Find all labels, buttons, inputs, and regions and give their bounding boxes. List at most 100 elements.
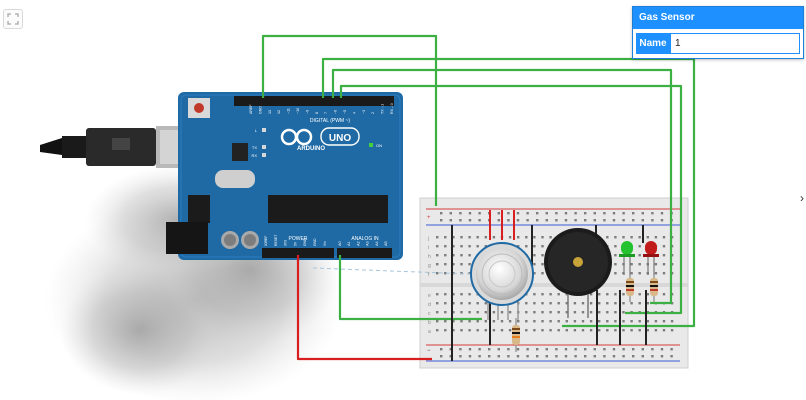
breadboard-hole[interactable]	[565, 293, 568, 296]
breadboard-hole[interactable]	[638, 293, 641, 296]
breadboard-hole[interactable]	[606, 236, 609, 239]
breadboard-hole[interactable]	[638, 302, 641, 305]
breadboard-hole[interactable]	[444, 329, 447, 332]
breadboard-hole[interactable]	[508, 320, 512, 323]
breadboard-hole[interactable]	[526, 219, 529, 222]
breadboard-hole[interactable]	[533, 254, 536, 257]
breadboard-hole[interactable]	[662, 263, 666, 266]
breadboard-hole[interactable]	[517, 320, 520, 323]
breadboard-hole[interactable]	[589, 320, 593, 323]
breadboard-hole[interactable]	[526, 348, 529, 351]
breadboard-hole[interactable]	[574, 348, 577, 351]
breadboard-hole[interactable]	[468, 212, 472, 215]
breadboard-hole[interactable]	[459, 348, 462, 351]
breadboard-hole[interactable]	[468, 245, 471, 248]
chevron-right-icon[interactable]: ›	[800, 191, 804, 205]
breadboard-hole[interactable]	[660, 219, 664, 222]
breadboard-hole[interactable]	[565, 320, 568, 323]
breadboard-hole[interactable]	[651, 219, 654, 222]
breadboard-hole[interactable]	[468, 320, 471, 323]
breadboard-hole[interactable]	[444, 254, 447, 257]
name-input[interactable]	[670, 33, 800, 54]
breadboard-hole[interactable]	[622, 348, 625, 351]
breadboard-hole[interactable]	[584, 219, 587, 222]
breadboard-hole[interactable]	[517, 245, 520, 248]
breadboard-hole[interactable]	[651, 348, 654, 351]
breadboard-hole[interactable]	[484, 329, 487, 332]
breadboard-hole[interactable]	[525, 302, 528, 305]
breadboard-hole[interactable]	[525, 245, 528, 248]
breadboard-hole[interactable]	[478, 219, 481, 222]
breadboard-hole[interactable]	[612, 219, 616, 222]
breadboard-hole[interactable]	[444, 320, 447, 323]
breadboard-hole[interactable]	[593, 212, 596, 215]
breadboard-hole[interactable]	[452, 245, 455, 248]
breadboard-hole[interactable]	[459, 212, 462, 215]
breadboard-hole[interactable]	[484, 302, 487, 305]
gas-sensor[interactable]	[470, 242, 534, 320]
breadboard-hole[interactable]	[565, 302, 568, 305]
piezo-buzzer[interactable]	[544, 228, 612, 318]
breadboard-hole[interactable]	[444, 302, 447, 305]
arduino-uno[interactable]	[166, 92, 403, 260]
breadboard-hole[interactable]	[614, 311, 617, 314]
breadboard-hole[interactable]	[632, 355, 635, 358]
breadboard-hole[interactable]	[646, 302, 649, 305]
breadboard-hole[interactable]	[484, 236, 487, 239]
breadboard-hole[interactable]	[662, 272, 666, 275]
breadboard-hole[interactable]	[468, 254, 471, 257]
breadboard-hole[interactable]	[670, 320, 674, 323]
breadboard-hole[interactable]	[525, 311, 528, 314]
breadboard-hole[interactable]	[526, 212, 529, 215]
breadboard-hole[interactable]	[574, 219, 577, 222]
breadboard-hole[interactable]	[557, 311, 560, 314]
breadboard-hole[interactable]	[614, 302, 617, 305]
breadboard-hole[interactable]	[460, 302, 463, 305]
breadboard-hole[interactable]	[500, 329, 504, 332]
breadboard-hole[interactable]	[660, 212, 664, 215]
breadboard-hole[interactable]	[606, 293, 609, 296]
breadboard-hole[interactable]	[460, 311, 463, 314]
breadboard-hole[interactable]	[670, 272, 674, 275]
breadboard-hole[interactable]	[533, 293, 536, 296]
breadboard-hole[interactable]	[533, 236, 536, 239]
breadboard-hole[interactable]	[444, 272, 447, 275]
breadboard-hole[interactable]	[541, 254, 544, 257]
breadboard-hole[interactable]	[440, 348, 443, 351]
breadboard-hole[interactable]	[549, 329, 552, 332]
breadboard-hole[interactable]	[638, 272, 641, 275]
breadboard-hole[interactable]	[545, 348, 548, 351]
breadboard-hole[interactable]	[536, 355, 539, 358]
breadboard-hole[interactable]	[468, 219, 472, 222]
breadboard-hole[interactable]	[533, 302, 536, 305]
breadboard-hole[interactable]	[549, 320, 552, 323]
breadboard-hole[interactable]	[638, 245, 641, 248]
breadboard-hole[interactable]	[662, 245, 666, 248]
breadboard-hole[interactable]	[638, 263, 641, 266]
breadboard-hole[interactable]	[449, 212, 452, 215]
breadboard-hole[interactable]	[460, 236, 463, 239]
breadboard-hole[interactable]	[444, 311, 447, 314]
breadboard-hole[interactable]	[557, 320, 560, 323]
breadboard-hole[interactable]	[541, 263, 544, 266]
breadboard-hole[interactable]	[651, 212, 654, 215]
breadboard-hole[interactable]	[630, 272, 633, 275]
breadboard-hole[interactable]	[452, 302, 455, 305]
breadboard-hole[interactable]	[564, 219, 568, 222]
breadboard-hole[interactable]	[507, 212, 510, 215]
breadboard-hole[interactable]	[525, 320, 528, 323]
breadboard-hole[interactable]	[598, 293, 601, 296]
breadboard-hole[interactable]	[612, 355, 616, 358]
breadboard-hole[interactable]	[670, 245, 674, 248]
breadboard-hole[interactable]	[573, 329, 577, 332]
breadboard-hole[interactable]	[497, 355, 500, 358]
breadboard-hole[interactable]	[589, 329, 593, 332]
breadboard-hole[interactable]	[460, 263, 463, 266]
breadboard-hole[interactable]	[516, 348, 520, 351]
breadboard-hole[interactable]	[646, 293, 649, 296]
breadboard-hole[interactable]	[526, 355, 529, 358]
breadboard-hole[interactable]	[670, 355, 673, 358]
breadboard-hole[interactable]	[492, 311, 496, 314]
breadboard-hole[interactable]	[492, 320, 496, 323]
breadboard-hole[interactable]	[545, 212, 548, 215]
